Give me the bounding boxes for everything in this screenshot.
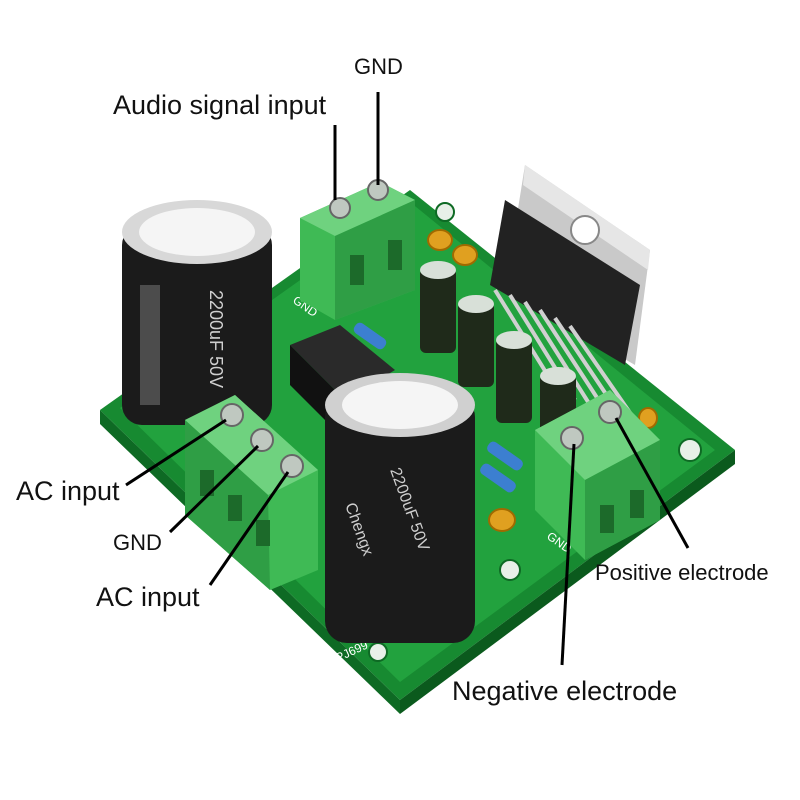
output-terminal <box>535 390 660 560</box>
label-ac-input-1: AC input <box>16 476 120 506</box>
mounting-holes <box>368 202 702 662</box>
callout-line-ac-2 <box>208 471 290 586</box>
label-gnd-left: GND <box>113 530 162 555</box>
positive-screw <box>598 400 622 424</box>
audio-input-screw <box>329 197 351 219</box>
label-positive-electrode: Positive electrode <box>595 560 769 585</box>
left-capacitor-marking: 2200uF 50V <box>206 290 226 388</box>
resistors <box>353 322 523 493</box>
ac-input-1-screw <box>220 403 244 427</box>
audio-input-terminal <box>300 179 415 320</box>
ac-input-2-screw <box>280 454 304 478</box>
amplifier-ic <box>490 165 650 422</box>
callout-line-ac-1 <box>125 418 227 487</box>
callout-line-negative <box>560 443 576 666</box>
label-ac-input-2: AC input <box>96 582 200 612</box>
label-negative-electrode: Negative electrode <box>452 676 678 706</box>
large-capacitor-front: Chengx 2200uF 50V <box>325 373 475 643</box>
callout-line-gnd-left <box>168 444 260 534</box>
negative-screw <box>560 426 584 450</box>
callout-lines <box>125 92 690 666</box>
label-audio-signal-input: Audio signal input <box>113 90 327 120</box>
ceramic-capacitors <box>427 229 658 532</box>
large-capacitor-left: 2200uF 50V <box>122 200 272 425</box>
power-input-terminal <box>185 395 318 590</box>
callout-line-positive <box>614 417 690 549</box>
label-gnd-top: GND <box>354 54 403 79</box>
